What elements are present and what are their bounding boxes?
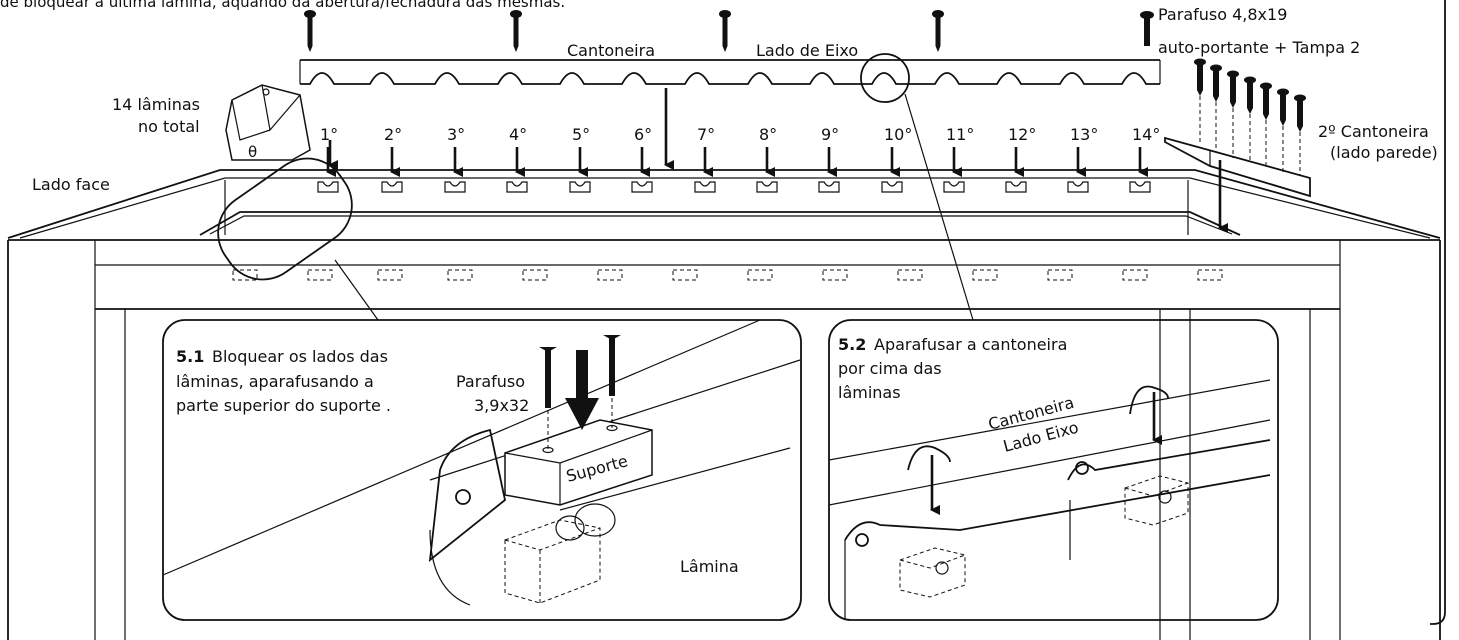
right-screw-3 (1227, 70, 1239, 158)
upper-slot-11 (943, 181, 965, 193)
upper-slot-7 (694, 181, 716, 193)
blade-number-13: 13° (1070, 125, 1098, 144)
page-border (1430, 0, 1446, 625)
upper-slot-6 (631, 181, 653, 193)
lado-de-eixo-label: Lado de Eixo (756, 41, 858, 60)
detail-2-number: 5.2 (838, 335, 866, 354)
blade-number-11: 11° (946, 125, 974, 144)
lower-slot-3 (377, 269, 403, 281)
detail-1-text-2: lâminas, aparafusando a (176, 372, 374, 391)
lower-slot-12 (1047, 269, 1073, 281)
detail-1-screw-1: Parafuso (456, 372, 525, 391)
blade-number-3: 3° (447, 125, 465, 144)
top-screw-4 (932, 10, 944, 52)
total-label-2: no total (138, 117, 200, 136)
blade-number-9: 9° (821, 125, 839, 144)
right-screw-5 (1260, 82, 1272, 168)
right-screw-6 (1277, 88, 1289, 172)
lower-slot-6 (597, 269, 623, 281)
lower-slot-14 (1197, 269, 1223, 281)
blade-number-12: 12° (1008, 125, 1036, 144)
lower-slot-8 (747, 269, 773, 281)
lower-slot-4 (447, 269, 473, 281)
upper-slot-1 (317, 181, 339, 193)
detail-1-text-3: parte superior do suporte . (176, 396, 391, 415)
cantoneira-bar (299, 59, 1161, 85)
blade-number-8: 8° (759, 125, 777, 144)
upper-blade-slots (317, 181, 1151, 193)
screw-4-8x19-icon (1140, 11, 1154, 46)
detail-1-number: 5.1 (176, 347, 204, 366)
upper-slot-9 (818, 181, 840, 193)
right-screw-4 (1244, 76, 1256, 163)
upper-slot-3 (444, 181, 466, 193)
lower-slot-9 (822, 269, 848, 281)
blade-number-7: 7° (697, 125, 715, 144)
lower-slot-10 (897, 269, 923, 281)
total-label-1: 14 lâminas (112, 95, 200, 114)
upper-slot-2 (381, 181, 403, 193)
lower-slot-2 (307, 269, 333, 281)
second-cantoneira-label-2: (lado parede) (1330, 143, 1438, 162)
right-screw-cluster (1194, 58, 1306, 176)
lower-slot-1 (232, 269, 258, 281)
second-cantoneira (1164, 136, 1311, 233)
lower-blade-slots (232, 269, 1223, 281)
upper-slot-5 (569, 181, 591, 193)
detail-1-text-1: Bloquear os lados das (212, 347, 388, 366)
right-screw-2 (1210, 64, 1222, 152)
zoom-callouts (217, 53, 974, 321)
upper-slot-12 (1005, 181, 1027, 193)
top-screw-3 (719, 10, 731, 52)
blade-number-4: 4° (509, 125, 527, 144)
detail-2-text-2: por cima das (838, 359, 942, 378)
lower-slot-11 (972, 269, 998, 281)
header-text: de bloquear a última lâmina, aquando da … (0, 0, 565, 11)
upper-slot-13 (1067, 181, 1089, 193)
detail-2-text-1: Aparafusar a cantoneira (874, 335, 1067, 354)
cantoneira-label: Cantoneira (567, 41, 655, 60)
blade-number-row: 1° 2° 3° 4° 5° 6° 7° 8° 9° 10° 11° 12° 13° 14° (320, 125, 1160, 177)
detail-panel-5-2: 5.2 Aparafusar a cantoneira por cima das… (828, 319, 1279, 621)
detail-2-text-3: lâminas (838, 383, 901, 402)
detail-1-lamina: Lâmina (680, 557, 739, 576)
lower-slot-13 (1122, 269, 1148, 281)
upper-slot-8 (756, 181, 778, 193)
top-screws (304, 10, 944, 52)
blade-number-14: 14° (1132, 125, 1160, 144)
lower-slot-5 (522, 269, 548, 281)
upper-slot-14 (1129, 181, 1151, 193)
upper-slot-4 (506, 181, 528, 193)
blade-number-2: 2° (384, 125, 402, 144)
top-screw-1 (304, 10, 316, 52)
right-screw-7 (1294, 94, 1306, 176)
upper-slot-10 (881, 181, 903, 193)
blade-number-10: 10° (884, 125, 912, 144)
detail-1-screw-2: 3,9x32 (474, 396, 529, 415)
blade-number-1: 1° (320, 125, 338, 144)
blade-support-icon: θ (225, 84, 311, 161)
right-screw-1 (1194, 58, 1206, 145)
screw-main-label-1: Parafuso 4,8x19 (1158, 5, 1287, 24)
screw-main-label-2: auto-portante + Tampa 2 (1158, 38, 1360, 57)
top-screw-2 (510, 10, 522, 52)
lado-face-label: Lado face (32, 175, 110, 194)
lower-slot-7 (672, 269, 698, 281)
blade-number-5: 5° (572, 125, 590, 144)
blade-number-6: 6° (634, 125, 652, 144)
theta-symbol: θ (248, 143, 257, 161)
second-cantoneira-label-1: 2º Cantoneira (1318, 122, 1429, 141)
detail-panel-5-1: 5.1 Bloquear os lados das lâminas, apara… (162, 319, 802, 621)
